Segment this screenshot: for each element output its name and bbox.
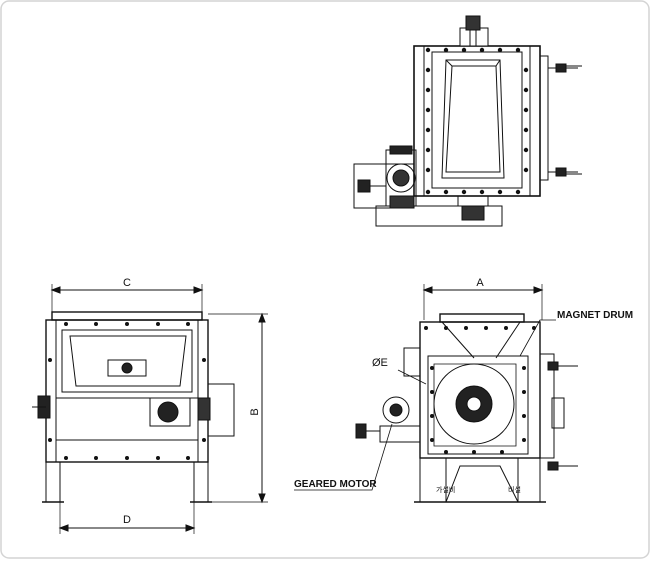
dim-b-label: B	[249, 408, 261, 415]
magnet-drum-label: MAGNET DRUM	[557, 310, 633, 321]
geared-motor-label: GEARED MOTOR	[294, 479, 377, 490]
small-label-right: 비설	[508, 485, 521, 494]
dim-e-label: ØE	[372, 357, 388, 369]
dim-c-label: C	[123, 277, 131, 289]
top-view	[353, 15, 582, 227]
small-label-left: 가설비	[436, 485, 455, 494]
front-view	[32, 284, 268, 534]
dim-d-label: D	[123, 514, 131, 526]
side-view	[294, 284, 578, 503]
dim-a-label: A	[476, 277, 484, 289]
